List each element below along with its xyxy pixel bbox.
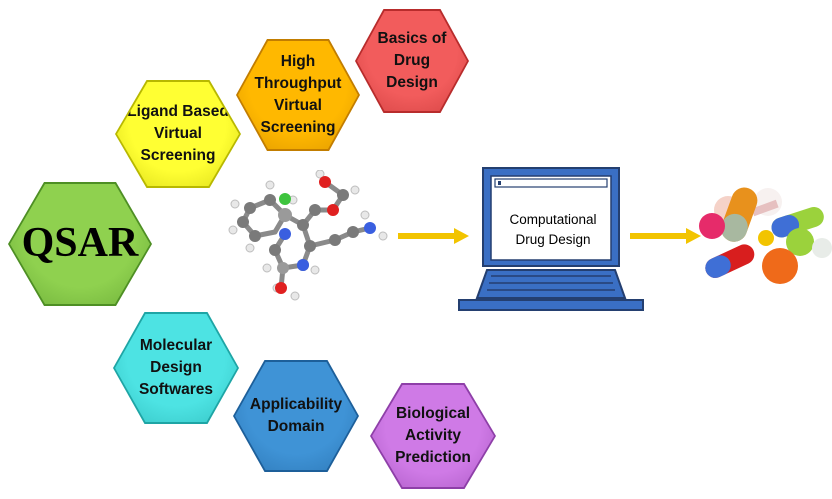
hex-basics-drug-design-label: Basics of Drug Design — [377, 30, 447, 91]
pills-image — [699, 187, 832, 284]
arrow-shaft — [630, 233, 688, 239]
hex-applicability-domain-label: Applicability Domain — [249, 396, 343, 435]
arrow-shaft — [398, 233, 456, 239]
hex-applicability-domain: Applicability Domain — [233, 360, 359, 472]
hex-biological-activity-fill: Biological Activity Prediction — [372, 385, 494, 487]
arrow-head — [454, 228, 469, 244]
hex-ligand-based: Ligand Based Virtual Screening — [115, 80, 241, 188]
hex-qsar-fill: QSAR — [10, 184, 150, 304]
hex-applicability-domain-fill: Applicability Domain — [235, 362, 357, 470]
hex-basics-drug-design: Basics of Drug Design — [355, 9, 469, 113]
molecule-image — [228, 170, 388, 301]
computer-screen-text: Computational Drug Design — [509, 212, 597, 247]
hex-high-throughput-fill: High Throughput Virtual Screening — [238, 41, 358, 149]
arrow-right-1 — [398, 228, 469, 244]
hex-qsar: QSAR — [8, 182, 152, 306]
arrow-right-2 — [630, 228, 701, 244]
hex-molecular-design: Molecular Design Softwares — [113, 312, 239, 424]
hex-molecular-design-fill: Molecular Design Softwares — [115, 314, 237, 422]
laptop-icon — [458, 167, 644, 311]
hex-qsar-label: QSAR — [21, 220, 139, 267]
hex-high-throughput: High Throughput Virtual Screening — [236, 39, 360, 151]
arrow-head — [686, 228, 701, 244]
hex-biological-activity: Biological Activity Prediction — [370, 383, 496, 489]
hex-ligand-based-label: Ligand Based Virtual Screening — [127, 103, 229, 164]
hex-molecular-design-label: Molecular Design Softwares — [138, 337, 214, 398]
hex-biological-activity-label: Biological Activity Prediction — [395, 405, 471, 466]
hex-high-throughput-label: High Throughput Virtual Screening — [254, 53, 342, 136]
hex-basics-drug-design-fill: Basics of Drug Design — [357, 11, 467, 111]
